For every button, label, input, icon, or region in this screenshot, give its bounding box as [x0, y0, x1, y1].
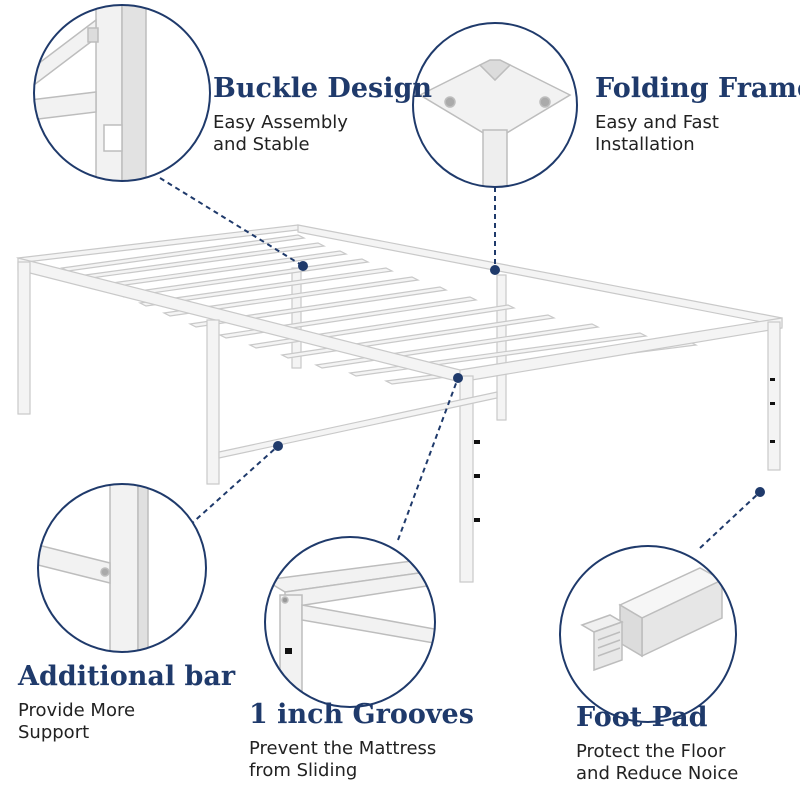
feature-grooves: 1 inch Grooves Prevent the Mattress from…: [249, 700, 474, 782]
back-leg-right: [496, 274, 507, 421]
feature-title: Foot Pad: [576, 702, 708, 733]
leg-back-right: [767, 321, 781, 471]
feature-description: Protect the Floor and Reduce Noice: [576, 741, 738, 785]
feature-additional: Additional bar Provide More Support: [18, 662, 235, 744]
feature-desc-line: Easy and Fast: [595, 111, 719, 133]
feature-desc-line: Provide More: [18, 699, 136, 721]
detail-circle-additional: [37, 483, 207, 653]
feature-desc-line: from Sliding: [249, 759, 358, 781]
feature-description: Prevent the Mattress from Sliding: [249, 738, 474, 782]
feature-desc-line: Support: [18, 721, 90, 743]
detail-circle-folding: [412, 22, 578, 188]
feature-desc-line: Installation: [595, 133, 695, 155]
feature-desc-line: Easy Assembly: [213, 111, 348, 133]
feature-footpad: Foot Pad Protect the Floor and Reduce No…: [576, 703, 738, 785]
callout-line-grooves: [397, 377, 459, 541]
feature-description: Easy Assembly and Stable: [213, 112, 432, 156]
feature-title: Buckle Design: [213, 73, 432, 104]
feature-title: Additional bar: [18, 661, 236, 692]
detail-circle-grooves: [264, 536, 436, 708]
leg-front-left: [17, 261, 31, 415]
callout-line-buckle: [159, 177, 304, 267]
bed-frame: [15, 224, 783, 583]
foot-rail: [459, 317, 783, 383]
feature-desc-line: and Reduce Noice: [576, 762, 739, 784]
feature-description: Easy and Fast Installation: [595, 112, 800, 156]
callout-line-footpad: [699, 491, 761, 549]
feature-buckle: Buckle Design Easy Assembly and Stable: [213, 74, 432, 156]
callout-line-additional: [189, 445, 279, 526]
feature-description: Provide More Support: [18, 700, 235, 744]
leg-front-right: [459, 375, 474, 583]
feature-title: Folding Frame: [595, 73, 800, 104]
detail-circle-footpad: [559, 545, 737, 723]
feature-title: 1 inch Grooves: [249, 699, 474, 730]
additional-bar: [218, 391, 498, 459]
feature-desc-line: and Stable: [213, 133, 310, 155]
leg-front-mid: [206, 319, 220, 485]
callout-lines: [159, 177, 761, 549]
feature-desc-line: Protect the Floor: [576, 740, 726, 762]
feature-desc-line: Prevent the Mattress: [249, 737, 437, 759]
feature-folding: Folding Frame Easy and Fast Installation: [595, 74, 800, 156]
callout-dots: [273, 261, 765, 497]
detail-circle-buckle: [33, 4, 211, 182]
